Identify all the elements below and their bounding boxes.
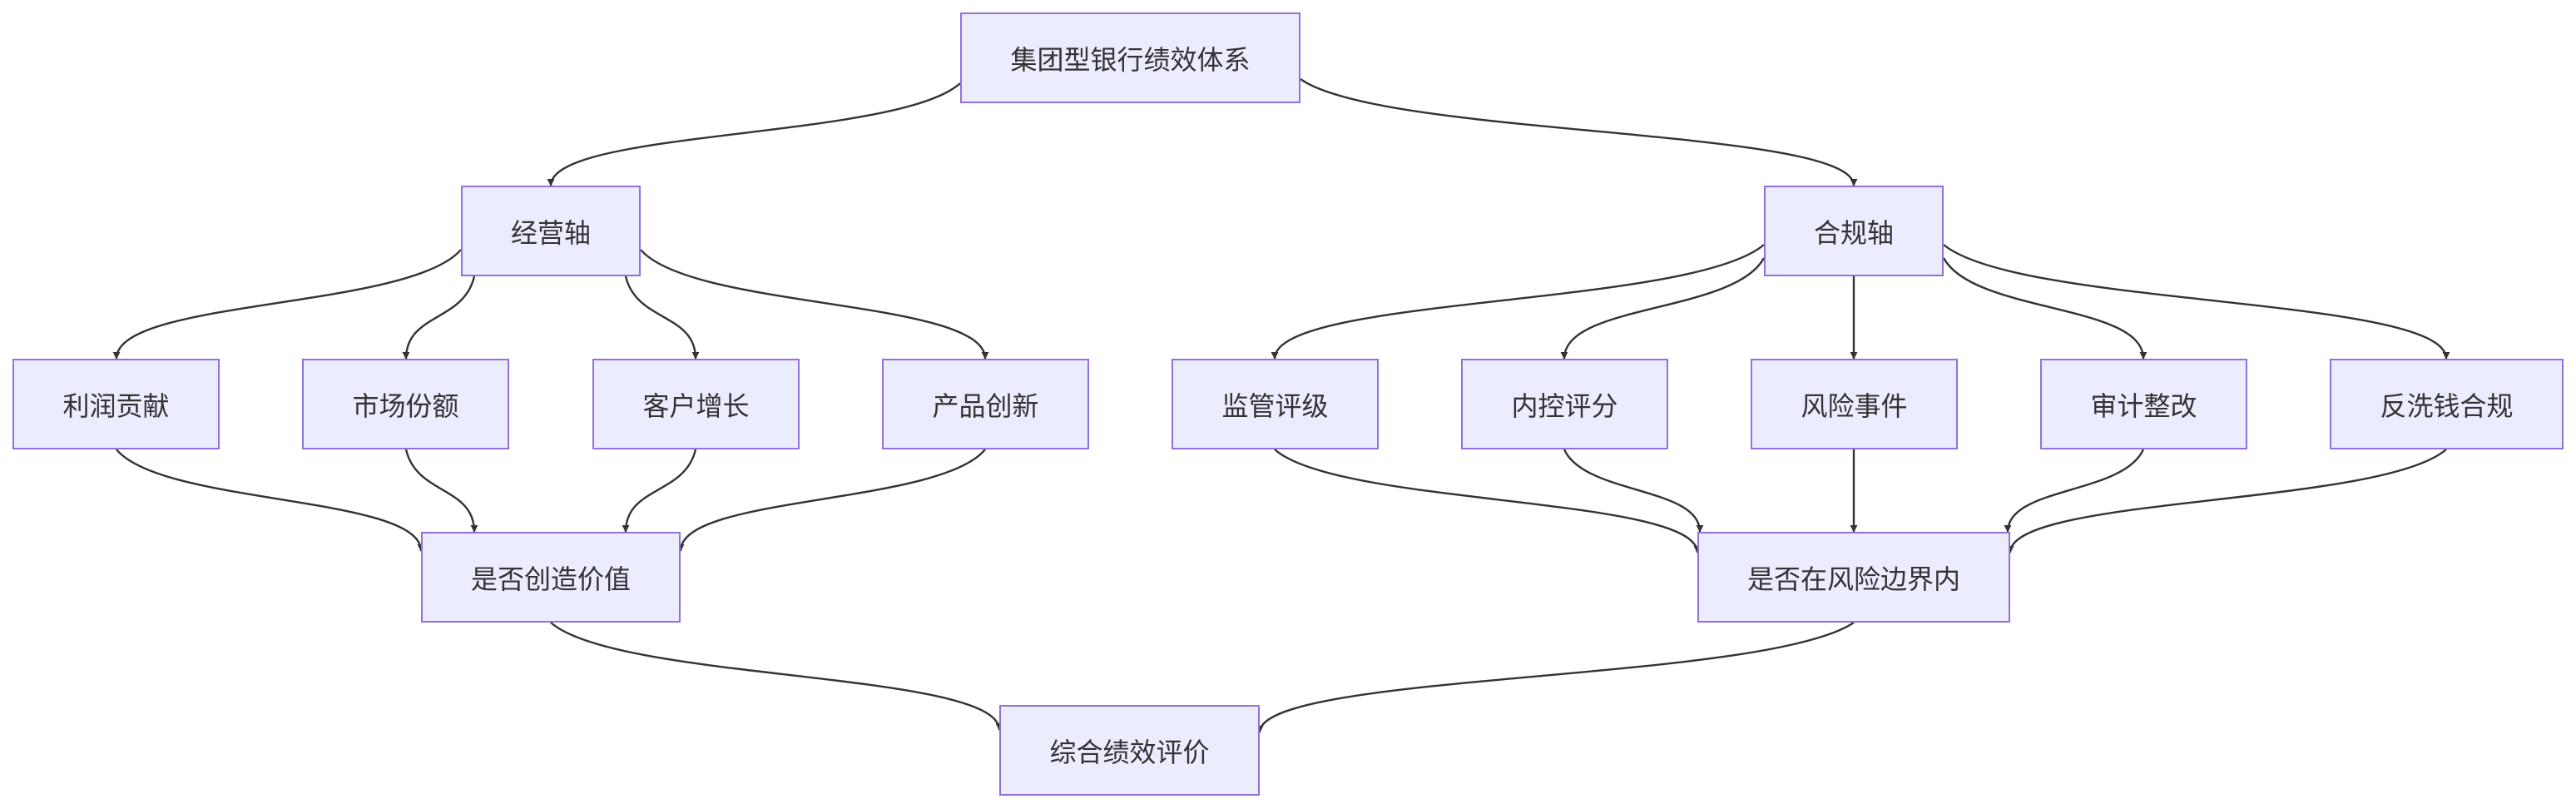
node-within-risk-boundary-decision: 是否在风险边界内 — [1697, 532, 2010, 623]
edge-ops-axis-to-product-innovation — [640, 249, 989, 360]
node-root-bank-performance-system: 集团型银行绩效体系 — [960, 12, 1300, 103]
edge-compliance-axis-to-regulatory-rating — [1271, 244, 1765, 360]
node-operations-axis: 经营轴 — [461, 186, 641, 276]
node-regulatory-rating: 监管评级 — [1172, 359, 1379, 449]
edge-compliance-axis-to-aml-compliance — [1943, 244, 2450, 360]
edge-root-to-compliance-axis — [1300, 78, 1858, 186]
node-market-share: 市场份额 — [302, 359, 509, 449]
edge-aml-compliance-to-within-risk — [2006, 449, 2447, 553]
edge-ops-axis-to-profit — [112, 249, 462, 360]
node-audit-rectification: 审计整改 — [2040, 359, 2247, 449]
node-compliance-axis: 合规轴 — [1764, 186, 1944, 276]
node-customer-growth: 客户增长 — [592, 359, 800, 449]
edge-internal-control-to-within-risk — [1563, 449, 1704, 533]
edge-market-share-to-create-value — [404, 449, 478, 533]
edge-ops-axis-to-customer-growth — [624, 275, 700, 360]
edge-ops-axis-to-market-share — [402, 275, 476, 360]
node-risk-events: 风险事件 — [1751, 359, 1958, 449]
edge-profit-to-create-value — [116, 449, 425, 552]
edge-product-innovation-to-create-value — [676, 449, 986, 552]
edge-create-value-to-overall — [550, 622, 1003, 731]
node-aml-compliance: 反洗钱合规 — [2330, 359, 2564, 449]
edge-compliance-axis-to-audit-rectification — [1942, 257, 2147, 360]
edge-within-risk-to-overall — [1256, 622, 1855, 733]
edge-customer-growth-to-create-value — [622, 449, 697, 533]
edge-regulatory-rating-to-within-risk — [1274, 449, 1702, 553]
node-profit-contribution: 利润贡献 — [12, 359, 220, 449]
edge-compliance-axis-to-internal-control — [1560, 257, 1766, 360]
edge-audit-rectification-to-within-risk — [2004, 449, 2145, 533]
edge-root-to-ops-axis — [547, 82, 961, 186]
node-overall-performance-evaluation: 综合绩效评价 — [999, 705, 1260, 796]
node-create-value-decision: 是否创造价值 — [421, 532, 681, 623]
node-product-innovation: 产品创新 — [882, 359, 1089, 449]
node-internal-control-score: 内控评分 — [1461, 359, 1668, 449]
